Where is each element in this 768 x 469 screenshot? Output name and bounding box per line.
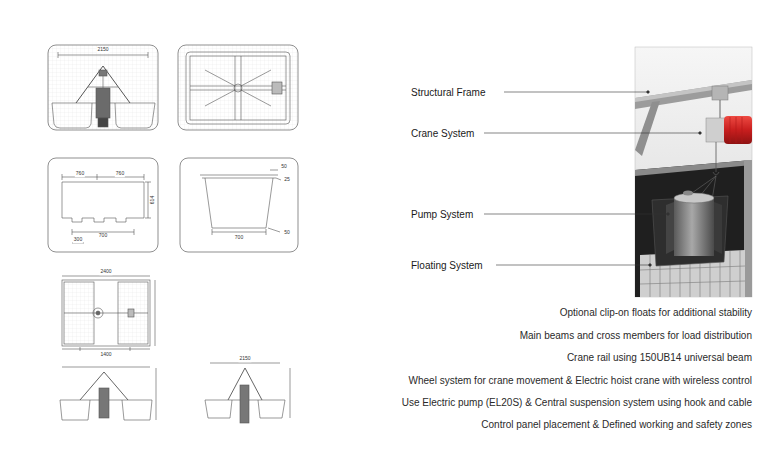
callout-label: Floating System: [411, 260, 483, 271]
feature-note: Use Electric pump (EL20S) & Central susp…: [402, 397, 752, 408]
feature-note: Main beams and cross members for load di…: [520, 330, 752, 341]
dimension-text: 760: [75, 171, 85, 177]
render-illustration: [635, 47, 752, 297]
front-elevation-sheet: [48, 45, 158, 130]
dimension-text: 300: [73, 237, 83, 243]
feature-note: Crane rail using 150UB14 universal beam: [567, 352, 752, 363]
dimension-text: 700: [234, 235, 244, 241]
elevation-drawings: [60, 363, 290, 423]
dimension-text: 25: [283, 177, 291, 183]
top-view-sheet: [178, 45, 298, 130]
plan-view-drawing: [62, 276, 155, 351]
dimension-text: 50: [283, 230, 291, 236]
dimension-text: 2400: [99, 269, 112, 275]
dimension-text: 760: [115, 171, 125, 177]
dimension-text: 2150: [238, 356, 251, 362]
feature-note: Control panel placement & Defined workin…: [481, 419, 752, 430]
callout-label: Crane System: [411, 128, 474, 139]
dimension-text: 50: [280, 164, 288, 170]
dimension-text: 700: [98, 233, 108, 239]
dimension-text: 1400: [99, 352, 112, 358]
dimension-text: 614: [150, 195, 156, 205]
feature-note: Optional clip-on floats for additional s…: [560, 307, 752, 318]
callout-label: Structural Frame: [411, 87, 485, 98]
callout-label: Pump System: [411, 209, 473, 220]
float-section-sheet: [180, 158, 298, 252]
leader-lines: [484, 91, 701, 267]
feature-note: Wheel system for crane movement & Electr…: [409, 375, 752, 386]
float-side-sheet: [48, 158, 158, 252]
dimension-text: 2150: [96, 47, 109, 53]
